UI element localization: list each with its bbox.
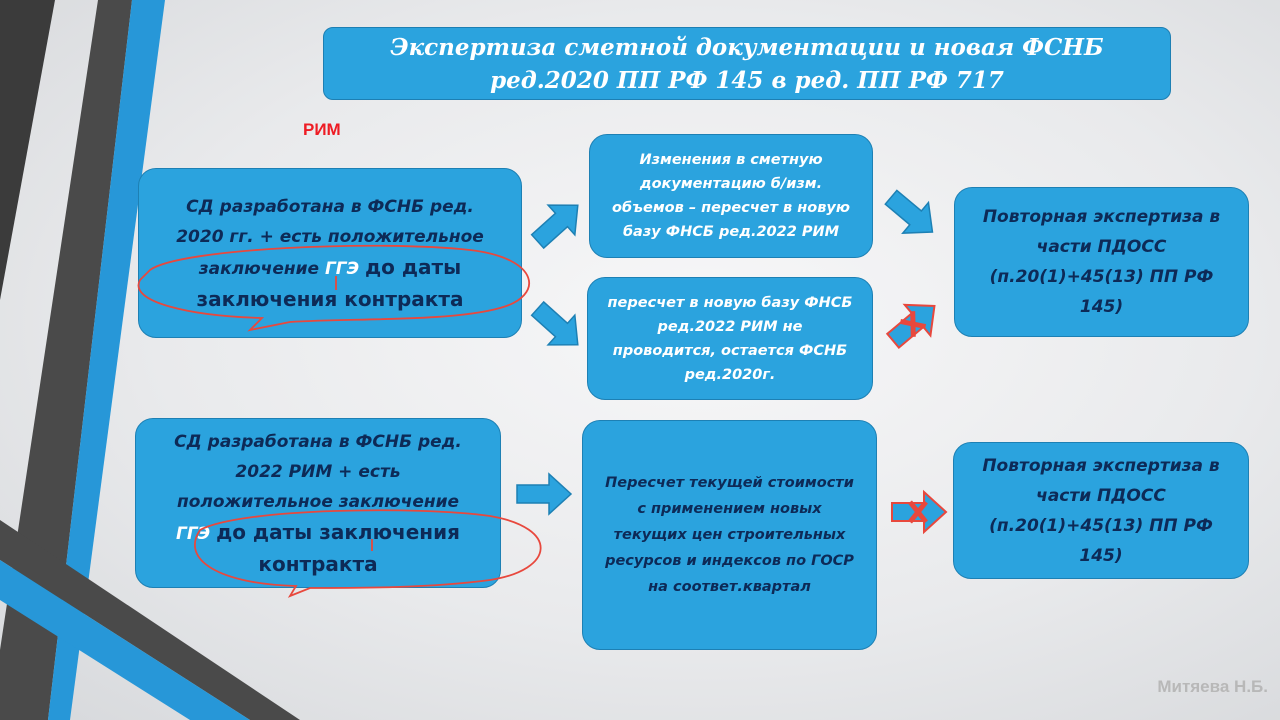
arrow-row2-crossed (891, 489, 948, 535)
slide-title-box: Экспертиза сметной документации и новая … (323, 27, 1171, 100)
row2-middle-box: Пересчет текущей стоимости с применением… (582, 420, 877, 650)
arrow-row1-up (530, 204, 579, 250)
row2-source-box: СД разработана в ФСНБ ред. 2022 РИМ + ес… (135, 418, 501, 588)
row2-source-line4: ГГЭ до даты заключения (174, 517, 462, 549)
red-annotation-row2 (194, 509, 542, 598)
row1-source-line3-a: заключение (198, 259, 325, 279)
row1-source-box: СД разработана в ФСНБ ред. 2020 гг. + ес… (138, 168, 522, 338)
row1-result-box: Повторная экспертиза в части ПДОСС (п.20… (954, 187, 1249, 337)
cross-icon (908, 500, 928, 524)
row1-source-gge: ГГЭ (324, 259, 366, 279)
cross-icon (899, 311, 927, 337)
row2-middle-text: Пересчет текущей стоимости с применением… (605, 475, 854, 595)
row2-result-box: Повторная экспертиза в части ПДОСС (п.20… (953, 442, 1249, 579)
rim-label: РИМ (303, 120, 341, 139)
row1-source-line3-c: до даты (365, 255, 462, 279)
row1-result-text: Повторная экспертиза в части ПДОСС (п.20… (982, 207, 1221, 317)
row1-source-line3: заключение ГГЭ до даты (176, 252, 484, 284)
arrow-row2-middle (516, 472, 573, 516)
row1-branch-top-text: Изменения в сметную документацию б/изм. … (612, 152, 850, 240)
row2-source-line5: контракта (258, 552, 378, 576)
row1-branch-bottom-text: пересчет в новую базу ФНСБ ред.2022 РИМ … (607, 294, 853, 383)
author-signature: Митяева Н.Б. (1157, 677, 1268, 696)
arrow-row1-top-result (884, 189, 934, 234)
row2-result-text: Повторная экспертиза в части ПДОСС (п.20… (982, 455, 1220, 566)
row2-source-line1: СД разработана в ФСНБ ред. (174, 432, 462, 452)
arrow-row1-down (530, 300, 579, 346)
row1-source-line2: 2020 гг. + есть положительное (176, 227, 484, 247)
slide-title: Экспертиза сметной документации и новая … (390, 33, 1104, 94)
row1-source-line4: заключения контракта (196, 287, 464, 311)
arrow-row1-bottom-crossed (885, 303, 936, 350)
red-annotation-row1 (137, 244, 530, 332)
row1-branch-top-box: Изменения в сметную документацию б/изм. … (589, 134, 873, 258)
row1-source-line1: СД разработана в ФСНБ ред. (186, 197, 474, 217)
row2-source-line4-b: до даты заключения (216, 520, 460, 544)
row2-source-line3: положительное заключение (176, 492, 460, 512)
row1-branch-bottom-box: пересчет в новую базу ФНСБ ред.2022 РИМ … (587, 277, 873, 400)
row2-source-line2: 2022 РИМ + есть (235, 462, 401, 482)
